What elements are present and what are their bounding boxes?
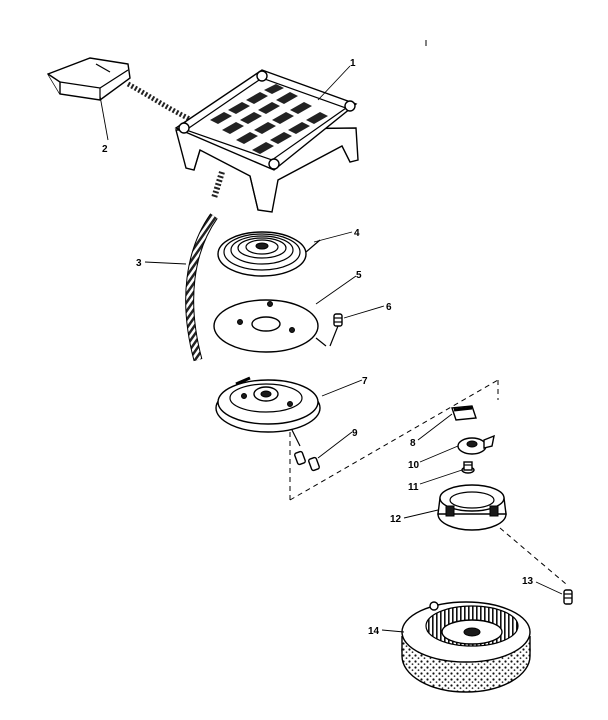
callout-3: 3: [136, 258, 142, 269]
callout-8: 8: [410, 438, 416, 449]
callout-11: 11: [408, 482, 419, 493]
callout-labels: 1 2 3 4 5 6 7 8 9 10 11 12 13 14: [102, 58, 534, 637]
friction-spring: [451, 405, 477, 421]
flywheel: [401, 601, 531, 693]
starter-rope: [185, 213, 218, 362]
starter-cup: [437, 484, 507, 531]
screw-6: [329, 313, 343, 347]
callout-13: 13: [522, 576, 534, 587]
callout-14: 14: [368, 626, 380, 637]
starter-housing: [174, 69, 359, 213]
leader-lines: [99, 65, 563, 633]
starter-handle: [46, 57, 198, 125]
callout-7: 7: [362, 376, 368, 387]
callout-2: 2: [102, 144, 108, 155]
rope-pulley: [215, 376, 321, 433]
callout-12: 12: [390, 514, 402, 525]
callout-6: 6: [386, 302, 392, 313]
screw-13: [563, 589, 573, 605]
assembly-guide-lines: [289, 379, 567, 585]
spring-cover-plate: [213, 299, 327, 353]
callout-4: 4: [354, 228, 360, 239]
callout-1: 1: [350, 58, 356, 69]
recoil-spring: [217, 231, 321, 277]
callout-9: 9: [352, 428, 358, 439]
callout-10: 10: [408, 460, 420, 471]
screws-9: [291, 429, 320, 472]
screw-11: [461, 461, 475, 474]
pawl-retainer: [457, 434, 495, 455]
callout-5: 5: [356, 270, 362, 281]
